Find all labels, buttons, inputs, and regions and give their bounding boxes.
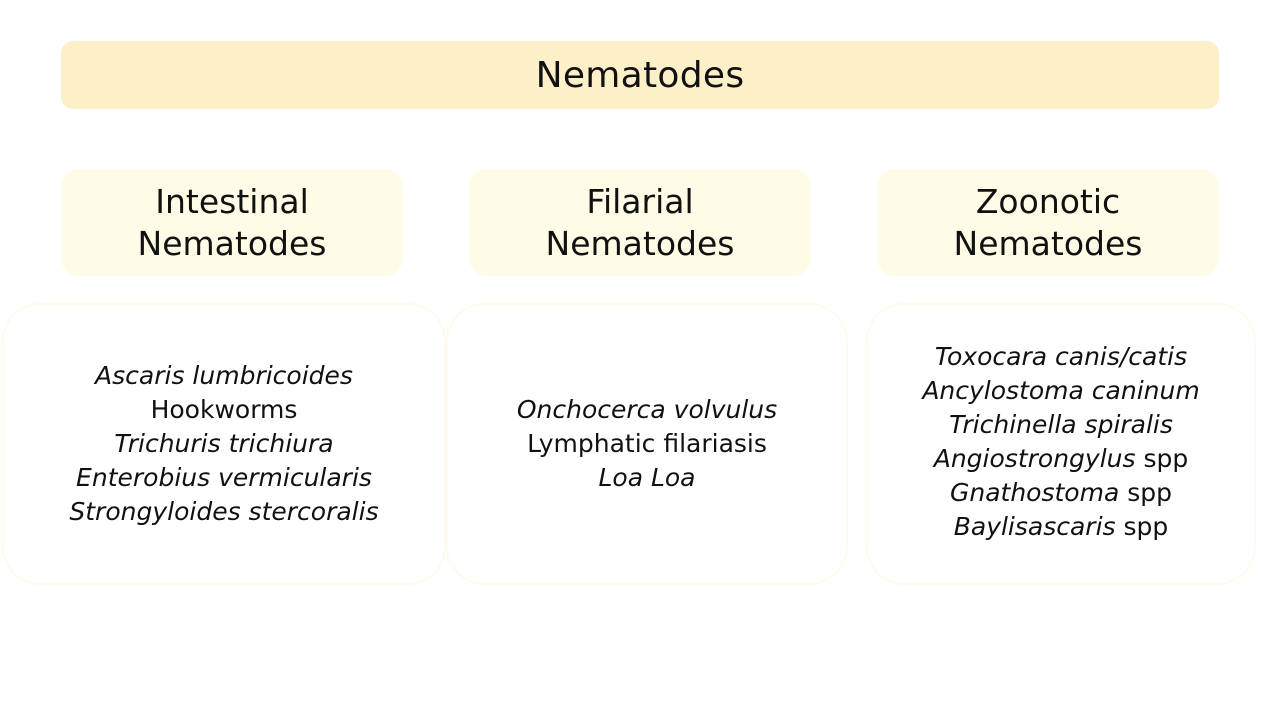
zoonotic-nematodes-list-box: Toxocara canis/catis Ancylostoma caninum… bbox=[868, 305, 1254, 583]
category-label: Intestinal Nematodes bbox=[137, 181, 327, 263]
species-italic: Gnathostoma bbox=[950, 478, 1120, 507]
species-list: Onchocerca volvulus Lymphatic filariasis… bbox=[517, 393, 777, 495]
list-item: Strongyloides stercoralis bbox=[69, 495, 378, 529]
list-item: Gnathostoma spp bbox=[950, 476, 1172, 510]
species-italic: Trichuris trichiura bbox=[114, 429, 334, 458]
species-italic: Ancylostoma caninum bbox=[922, 376, 1200, 405]
species-italic: Ascaris lumbricoides bbox=[95, 361, 353, 390]
list-item: Onchocerca volvulus bbox=[517, 393, 777, 427]
species-plain: spp bbox=[1119, 478, 1172, 507]
species-plain: Lymphatic filariasis bbox=[527, 429, 767, 458]
list-item: Hookworms bbox=[151, 393, 298, 427]
species-plain: spp bbox=[1115, 512, 1169, 541]
page-title: Nematodes bbox=[535, 54, 745, 96]
title-bar: Nematodes bbox=[61, 41, 1219, 109]
intestinal-nematodes-list-box: Ascaris lumbricoides Hookworms Trichuris… bbox=[4, 305, 444, 583]
category-intestinal-nematodes: Intestinal Nematodes bbox=[61, 169, 403, 276]
species-list: Ascaris lumbricoides Hookworms Trichuris… bbox=[69, 359, 378, 529]
category-filarial-nematodes: Filarial Nematodes bbox=[469, 169, 811, 276]
list-item: Trichinella spiralis bbox=[949, 408, 1173, 442]
species-italic: Angiostrongylus bbox=[933, 444, 1136, 473]
species-list: Toxocara canis/catis Ancylostoma caninum… bbox=[922, 340, 1199, 544]
species-italic: Baylisascaris bbox=[953, 512, 1116, 541]
list-item: Trichuris trichiura bbox=[114, 427, 333, 461]
species-italic: Strongyloides stercoralis bbox=[69, 497, 379, 526]
list-item: Loa Loa bbox=[598, 461, 695, 495]
species-italic: Toxocara canis/catis bbox=[934, 342, 1188, 371]
species-italic: Enterobius vermicularis bbox=[76, 463, 372, 492]
filarial-nematodes-list-box: Onchocerca volvulus Lymphatic filariasis… bbox=[448, 305, 846, 583]
list-item: Lymphatic filariasis bbox=[527, 427, 767, 461]
list-item: Ascaris lumbricoides bbox=[95, 359, 353, 393]
species-plain: spp bbox=[1135, 444, 1189, 473]
list-item: Ancylostoma caninum bbox=[922, 374, 1199, 408]
species-plain: Hookworms bbox=[150, 395, 298, 424]
species-italic: Onchocerca volvulus bbox=[516, 395, 778, 424]
category-label: Zoonotic Nematodes bbox=[953, 181, 1143, 263]
list-item: Baylisascaris spp bbox=[954, 510, 1169, 544]
list-item: Toxocara canis/catis bbox=[935, 340, 1187, 374]
list-item: Enterobius vermicularis bbox=[76, 461, 372, 495]
category-label: Filarial Nematodes bbox=[545, 181, 735, 263]
category-zoonotic-nematodes: Zoonotic Nematodes bbox=[877, 169, 1219, 276]
species-italic: Loa Loa bbox=[598, 463, 696, 492]
species-italic: Trichinella spiralis bbox=[949, 410, 1173, 439]
list-item: Angiostrongylus spp bbox=[934, 442, 1189, 476]
